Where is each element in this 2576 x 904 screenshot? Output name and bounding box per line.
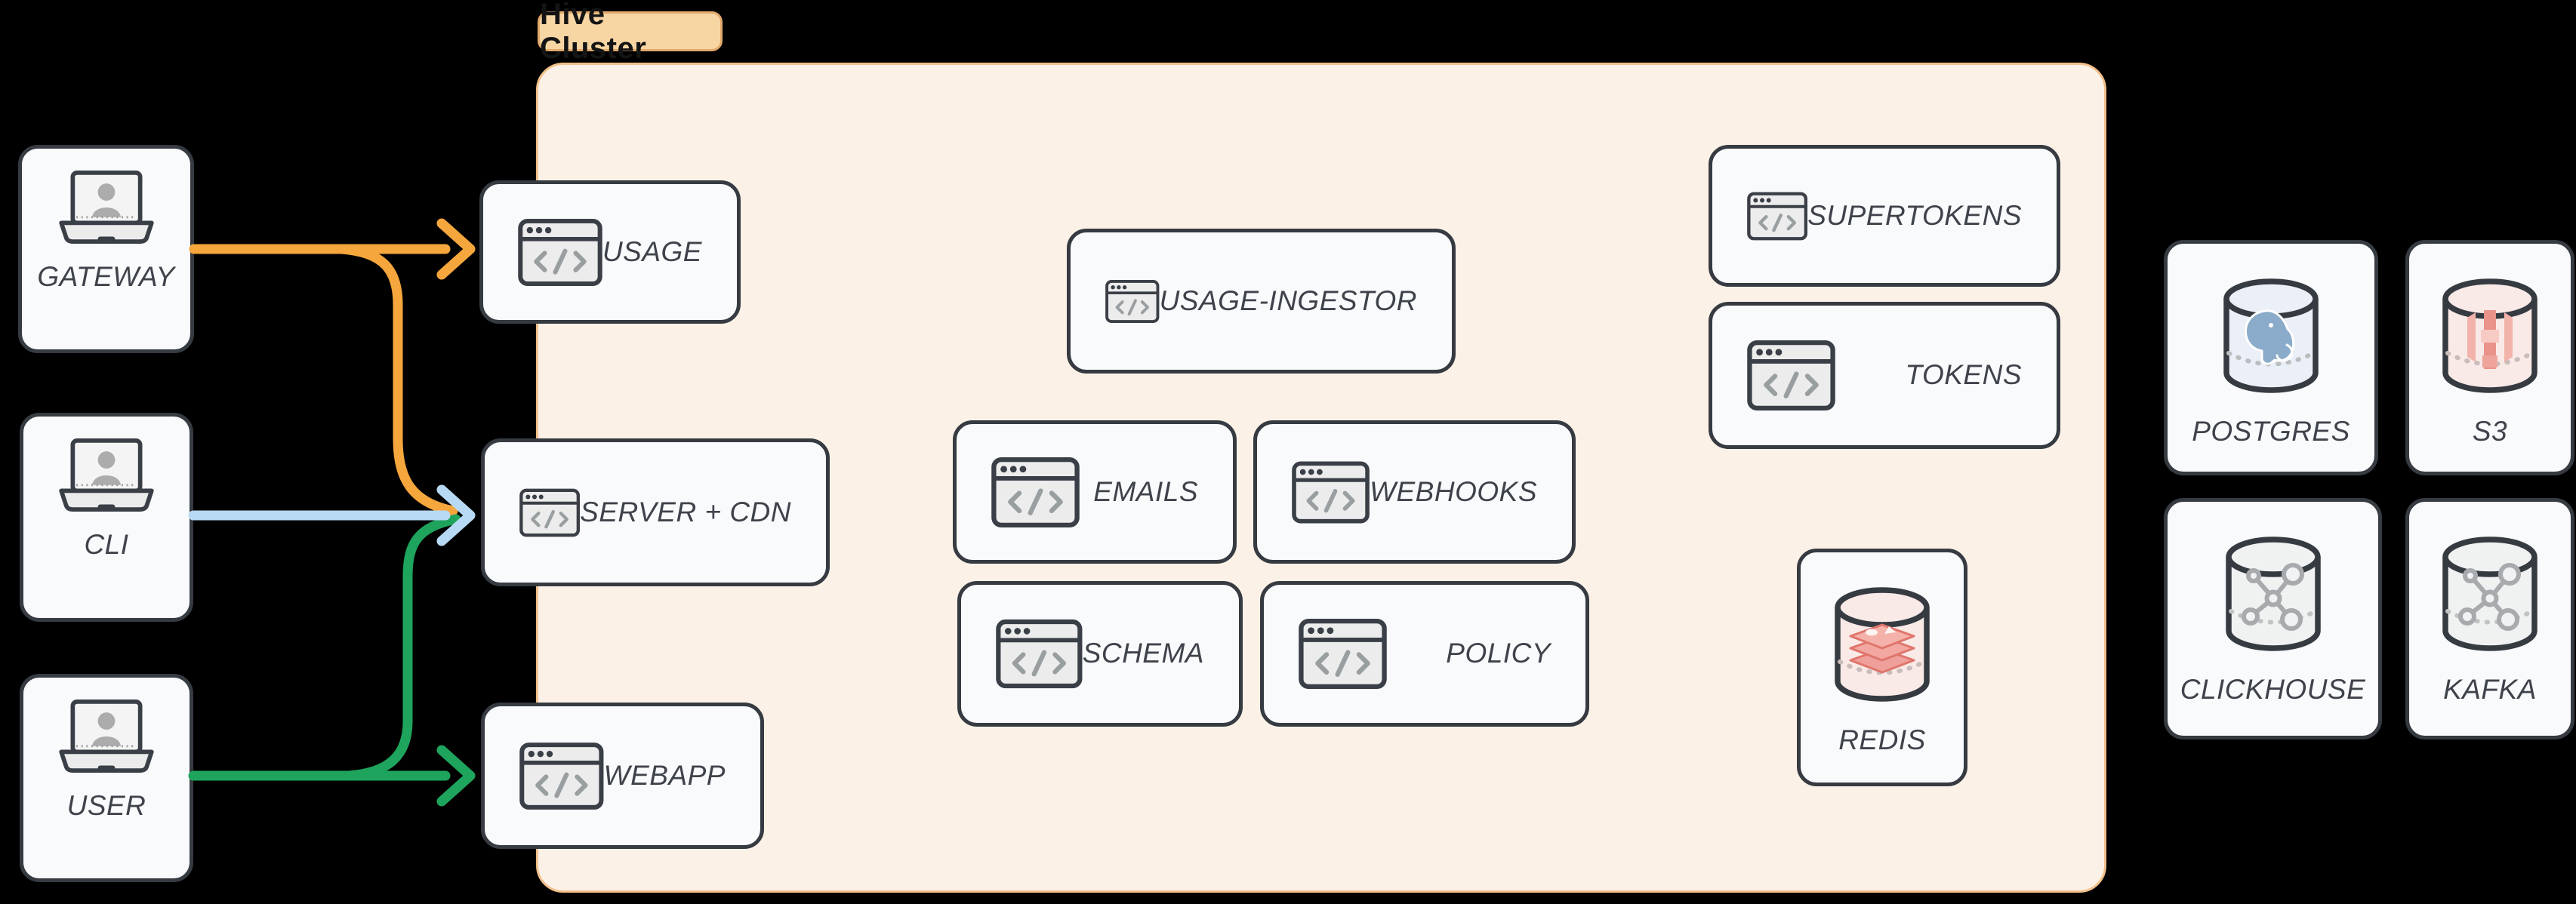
datastore-label-kafka: KAFKA: [2443, 674, 2537, 705]
laptop-user-icon: [49, 438, 164, 512]
client-node-cli: CLI: [20, 413, 193, 622]
client-node-gateway: GATEWAY: [18, 145, 194, 353]
laptop-user-icon: [49, 170, 164, 244]
service-node-usage: USAGE: [479, 180, 741, 324]
service-node-policy: POLICY: [1260, 581, 1589, 727]
service-node-tokens: TOKENS: [1709, 302, 2060, 449]
service-label-tokens: TOKENS: [1905, 359, 2022, 391]
client-label-cli: CLI: [84, 529, 129, 560]
service-node-emails: EMAILS: [953, 420, 1237, 564]
clickhouse-database-icon: [2223, 537, 2323, 651]
service-label-schema: SCHEMA: [1082, 638, 1204, 669]
edge-user-server-cdn: [344, 514, 461, 781]
code-window-icon: [518, 217, 602, 288]
code-window-icon: [991, 457, 1080, 528]
arrowhead-webapp: [436, 745, 476, 807]
service-label-server-cdn: SERVER + CDN: [580, 496, 791, 527]
redis-database-icon: [1832, 587, 1932, 702]
kafka-database-icon: [2440, 537, 2540, 651]
service-label-usage: USAGE: [602, 235, 702, 267]
datastore-label-s3: S3: [2472, 416, 2508, 447]
code-window-icon: [1747, 180, 1807, 252]
service-label-usage-ingestor: USAGE-INGESTOR: [1159, 284, 1417, 316]
code-window-icon: [1292, 457, 1370, 528]
datastore-node-redis: REDIS: [1797, 549, 1967, 786]
code-window-icon: [996, 618, 1083, 690]
datastore-label-redis: REDIS: [1838, 724, 1926, 755]
service-label-policy: POLICY: [1446, 638, 1551, 669]
datastore-node-kafka: KAFKA: [2405, 498, 2574, 739]
datastore-node-clickhouse: CLICKHOUSE: [2164, 498, 2382, 739]
service-node-usage-ingestor: USAGE-INGESTOR: [1067, 229, 1456, 374]
service-node-webapp: WEBAPP: [481, 703, 764, 849]
service-node-schema: SCHEMA: [957, 581, 1243, 727]
datastore-label-clickhouse: CLICKHOUSE: [2180, 674, 2366, 705]
client-node-user: USER: [20, 674, 193, 882]
code-window-icon: [1105, 266, 1160, 337]
client-label-gateway: GATEWAY: [37, 261, 175, 292]
datastore-label-postgres: POSTGRES: [2192, 416, 2350, 447]
service-node-server-cdn: SERVER + CDN: [481, 438, 830, 586]
service-node-supertokens: SUPERTOKENS: [1709, 145, 2060, 287]
postgres-database-icon: [2221, 278, 2321, 393]
datastore-node-postgres: POSTGRES: [2164, 240, 2378, 475]
code-window-icon: [519, 477, 580, 549]
s3-database-icon: [2440, 278, 2540, 393]
service-label-webapp: WEBAPP: [603, 759, 726, 791]
service-label-webhooks: WEBHOOKS: [1370, 475, 1537, 507]
hive-cluster-tag: Hive Cluster: [538, 0, 723, 65]
datastore-node-s3: S3: [2405, 240, 2574, 475]
arrowhead-server-cdn: [436, 484, 476, 546]
service-label-emails: EMAILS: [1093, 475, 1198, 507]
client-label-user: USER: [66, 790, 146, 821]
service-node-webhooks: WEBHOOKS: [1253, 420, 1576, 564]
code-window-icon: [1299, 618, 1387, 690]
service-label-supertokens: SUPERTOKENS: [1807, 199, 2022, 231]
laptop-user-icon: [49, 699, 164, 773]
edge-gateway-server-cdn: [336, 244, 458, 516]
code-window-icon: [519, 740, 604, 812]
arrowhead-usage: [436, 218, 476, 280]
code-window-icon: [1747, 340, 1835, 411]
